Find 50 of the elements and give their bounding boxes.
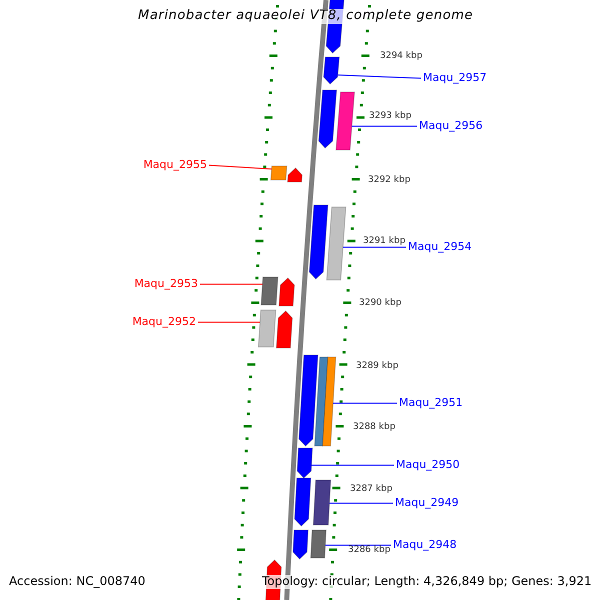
gene-bar	[336, 92, 355, 150]
leader-line	[200, 284, 263, 285]
leader-line	[198, 322, 260, 323]
info-text: Accession: NC_008740	[9, 574, 146, 589]
gene-bar	[312, 480, 332, 526]
scale-label: 3286 kbp	[348, 544, 390, 555]
gene-bar	[260, 276, 278, 306]
scale-label: 3288 kbp	[353, 422, 396, 432]
gene-bar	[310, 530, 327, 558]
gene-label: Maqu_2949	[395, 497, 459, 510]
gene-block	[276, 310, 293, 348]
gene-block	[292, 530, 309, 560]
gene-block	[278, 277, 295, 306]
scale-label: 3293 kbp	[369, 110, 412, 121]
gene-block	[287, 167, 303, 182]
leader-line	[311, 464, 394, 466]
gene-bar	[314, 356, 328, 446]
scale-label: 3287 kbp	[350, 484, 392, 494]
gene-label: Maqu_2955	[143, 159, 207, 172]
gene-label: Maqu_2957	[423, 72, 487, 85]
title: Marinobacter aquaeolei VT8, complete genome	[138, 9, 474, 24]
gene-bar	[326, 206, 346, 280]
gene-bar	[322, 356, 336, 446]
scale-label: 3291 kbp	[363, 236, 406, 246]
leader-line	[351, 126, 418, 127]
gene-block	[294, 478, 312, 527]
gene-bar	[258, 310, 276, 348]
gene-block	[308, 204, 328, 280]
leader-line	[208, 164, 272, 170]
gene-block	[323, 56, 340, 85]
scale-label: 3294 kbp	[380, 50, 422, 61]
gene-label: Maqu_2956	[419, 120, 483, 133]
gene-label: Maqu_2950	[396, 459, 460, 472]
scale-label: 3290 kbp	[359, 298, 402, 308]
scale-label: 3292 kbp	[368, 174, 410, 185]
leader-line	[329, 502, 394, 504]
gene-block	[318, 90, 338, 149]
gene-label: Maqu_2953	[134, 278, 198, 291]
gene-label: Maqu_2948	[393, 539, 457, 552]
leader-line	[324, 544, 392, 546]
gene-label: Maqu_2952	[132, 316, 196, 329]
gene-block	[296, 448, 313, 479]
info-text: Topology: circular; Length: 4,326,849 bp; Genes: 3,921	[262, 574, 592, 589]
gene-bar	[270, 166, 288, 180]
leader-line	[332, 402, 398, 404]
gene-label: Maqu_2954	[408, 241, 472, 254]
scale-label: 3289 kbp	[356, 360, 398, 371]
leader-line	[337, 74, 422, 79]
gene-label: Maqu_2951	[399, 397, 463, 410]
leader-line	[342, 246, 406, 248]
